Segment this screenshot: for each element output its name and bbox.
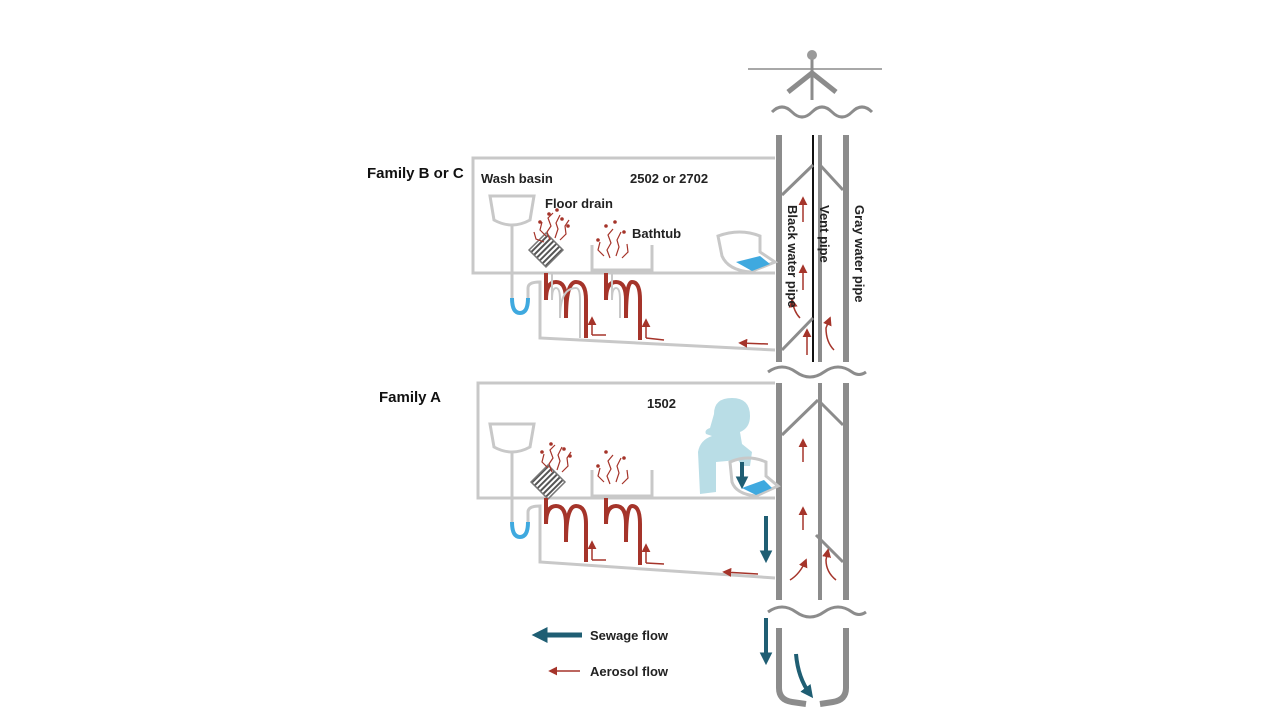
label-vent-pipe: Vent pipe [817,205,832,263]
legend: Sewage flow Aerosol flow [531,626,669,679]
trap-bathtub-lower [604,498,642,565]
floor-drain-upper [527,231,565,269]
aerosol-arrows-lower-stack [789,438,837,581]
p-trap-wash-basin-lower [510,521,530,540]
aerosol-cloud-floor-drain-upper [533,208,570,243]
trap-floor-drain-upper [544,273,588,338]
pipe-stack [767,135,867,707]
aerosol-arrows-upper-stack [788,196,835,355]
label-gray-water-pipe: Gray water pipe [852,205,867,303]
unit-label-upper: 2502 or 2702 [630,171,708,186]
wash-basin-lower [488,422,536,454]
family-label-upper: Family B or C [367,165,464,182]
label-black-water-pipe: Black water pipe [785,205,800,308]
label-floor-drain: Floor drain [545,196,613,211]
aerosol-cloud-bathtub-lower [596,450,629,485]
aerosol-cloud-floor-drain-lower [540,442,572,473]
family-label-lower: Family A [379,389,441,406]
label-bathtub: Bathtub [632,226,681,241]
label-wash-basin: Wash basin [481,171,553,186]
roof-vent-cap [748,50,882,119]
bathtub-lower [590,470,654,498]
aerosol-cloud-bathtub-upper [596,220,629,259]
unit-label-lower: 1502 [647,396,676,411]
lower-floor [476,381,781,580]
trap-bathtub-upper [604,273,642,340]
upper-floor [471,156,779,352]
p-trap-wash-basin-upper [510,297,530,316]
bathtub-upper [590,245,654,272]
floor-drain-lower [529,463,567,501]
legend-aerosol-label: Aerosol flow [590,664,669,679]
trap-floor-drain-lower [544,498,588,562]
toilet-upper [716,230,779,274]
wash-basin-upper [488,194,536,227]
sewage-arrows-outlet [759,618,814,699]
legend-sewage-label: Sewage flow [590,628,669,643]
person-on-toilet [698,398,752,494]
toilet-lower [728,456,781,498]
